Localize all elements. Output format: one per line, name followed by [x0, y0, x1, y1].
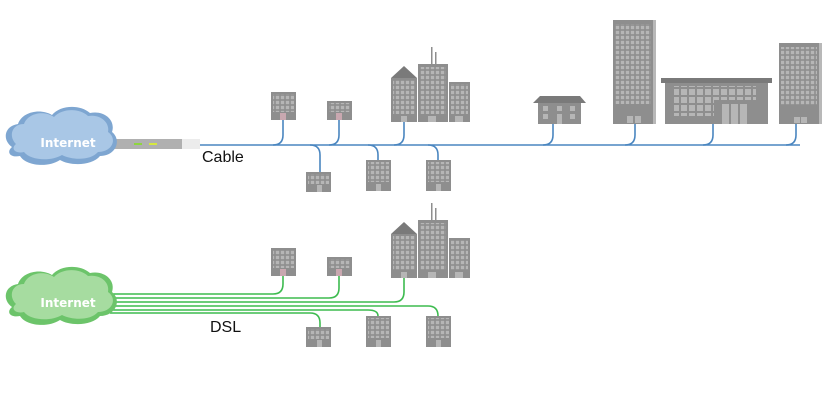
dsl-line [110, 305, 439, 318]
cable-label: Cable [202, 149, 244, 166]
building-office-small-wide [327, 101, 352, 120]
cable-cloud-label: Internet [40, 136, 95, 150]
cable-drop-line [393, 122, 405, 146]
cable-section: Internet Cable [5, 20, 822, 192]
building-office-small [426, 160, 451, 191]
building-office-small [426, 316, 451, 347]
building-office-small [271, 248, 296, 276]
building-office-small [271, 92, 296, 120]
dsl-line [110, 276, 340, 299]
building-tower-medium [779, 43, 822, 124]
dsl-lines [110, 276, 439, 327]
dsl-label: DSL [210, 319, 241, 336]
dsl-line [110, 278, 405, 303]
cable-drop-line [427, 144, 439, 160]
dsl-internet-cloud[interactable]: Internet [5, 266, 117, 325]
building-city-cluster [391, 47, 470, 122]
cable-drop-line [785, 124, 797, 146]
building-office-small-wide [306, 327, 331, 347]
cable-drop-line [272, 120, 284, 146]
building-storefront [661, 78, 772, 124]
dsl-section: Internet DSL [5, 203, 470, 347]
building-office-small-wide [306, 172, 331, 192]
cable-drop-line [624, 124, 636, 146]
cable-drop-line [309, 144, 321, 172]
building-office-small [366, 316, 391, 347]
dsl-line [110, 312, 321, 327]
building-office-small [366, 160, 391, 191]
building-tower-tall [613, 20, 656, 124]
building-house [533, 96, 586, 124]
modem-light-yellow [149, 143, 157, 145]
building-city-cluster [391, 203, 470, 278]
cable-drop-line [542, 124, 554, 146]
dsl-line [110, 309, 379, 318]
modem-light-green [134, 143, 142, 145]
cable-lines [200, 120, 800, 172]
cable-modem [114, 139, 200, 149]
cable-drop-line [702, 124, 714, 146]
dsl-cloud-label: Internet [40, 296, 95, 310]
cable-drop-line [367, 144, 379, 160]
dsl-line [110, 276, 284, 295]
building-office-small-wide [327, 257, 352, 276]
cable-internet-cloud[interactable]: Internet [5, 106, 117, 165]
cable-drop-line [328, 120, 340, 146]
